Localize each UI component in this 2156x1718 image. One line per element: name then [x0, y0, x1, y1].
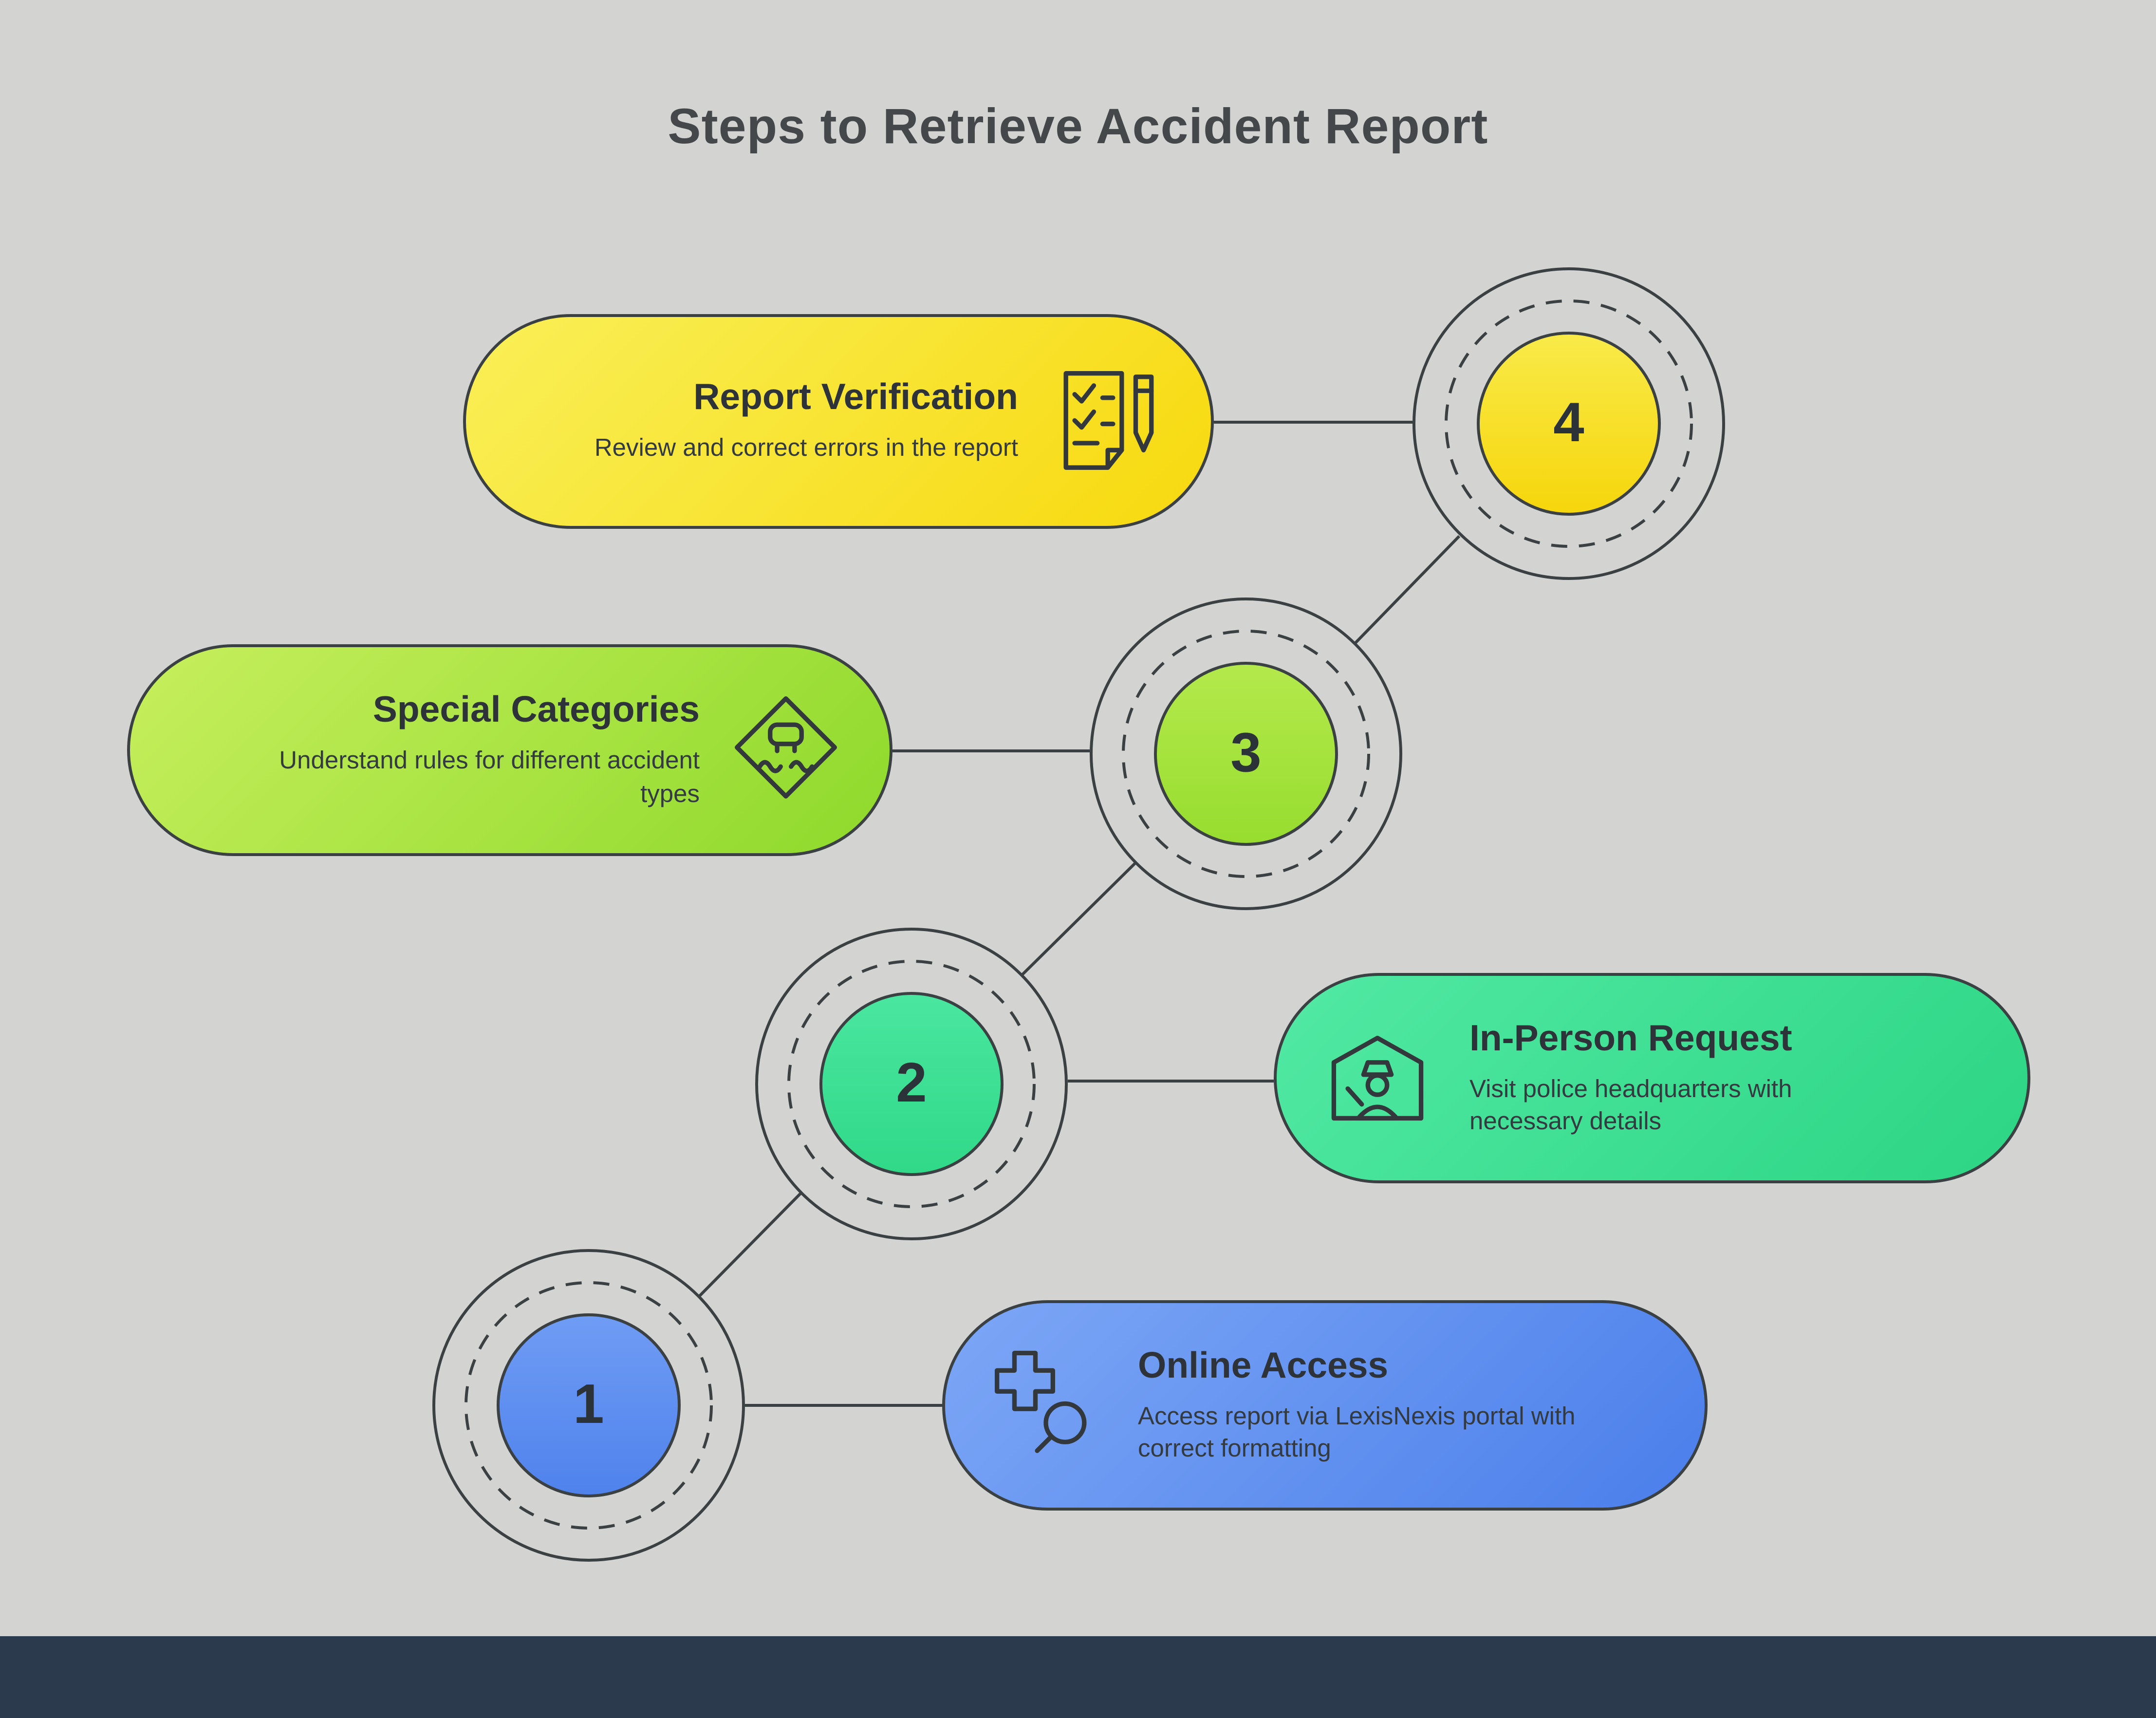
- step-node-3: 3: [1090, 598, 1402, 910]
- dashed-ring: [1122, 630, 1370, 878]
- step-card-special-categories: Special Categories Understand rules for …: [127, 644, 892, 856]
- step-card-description: Access report via LexisNexis portal with…: [1138, 1401, 1576, 1462]
- dashed-ring: [1445, 299, 1693, 548]
- dashed-ring: [465, 1281, 713, 1530]
- step-card-description: Understand rules for different accident …: [279, 747, 700, 807]
- step-card-in-person-request: In-Person Request Visit police headquart…: [1274, 973, 2030, 1183]
- police-officer-station-icon: [1331, 1035, 1424, 1121]
- connector-node2-node1: [698, 1192, 802, 1297]
- step-node-1: 1: [432, 1249, 745, 1562]
- step-card-title: In-Person Request: [1469, 1017, 1792, 1059]
- connector-node4-node3: [1354, 535, 1461, 644]
- step-node-2: 2: [755, 928, 1068, 1240]
- step-card-title: Online Access: [1138, 1345, 1389, 1386]
- step-card-report-verification: Report Verification Review and correct e…: [463, 314, 1214, 529]
- step-number-1: 1: [497, 1313, 681, 1497]
- step-card-title: Report Verification: [693, 377, 1018, 418]
- step-card-title: Special Categories: [372, 690, 700, 731]
- step-number-3: 3: [1154, 662, 1338, 846]
- dashed-ring: [787, 960, 1036, 1208]
- connector-node3-node2: [1021, 862, 1136, 976]
- step-card-description: Visit police headquarters with necessary…: [1469, 1074, 1792, 1135]
- step-number-2: 2: [819, 992, 1004, 1176]
- footer-bar: [0, 1636, 2156, 1718]
- plus-magnifier-icon: [995, 1350, 1087, 1453]
- step-number-4: 4: [1477, 332, 1661, 516]
- page-title: Steps to Retrieve Accident Report: [668, 99, 1488, 155]
- step-card-online-access: Online Access Access report via LexisNex…: [942, 1300, 1708, 1511]
- slippery-road-sign-icon: [735, 695, 837, 798]
- checklist-pen-icon: [1063, 370, 1154, 469]
- step-node-4: 4: [1413, 267, 1725, 580]
- step-card-description: Review and correct errors in the report: [594, 434, 1018, 462]
